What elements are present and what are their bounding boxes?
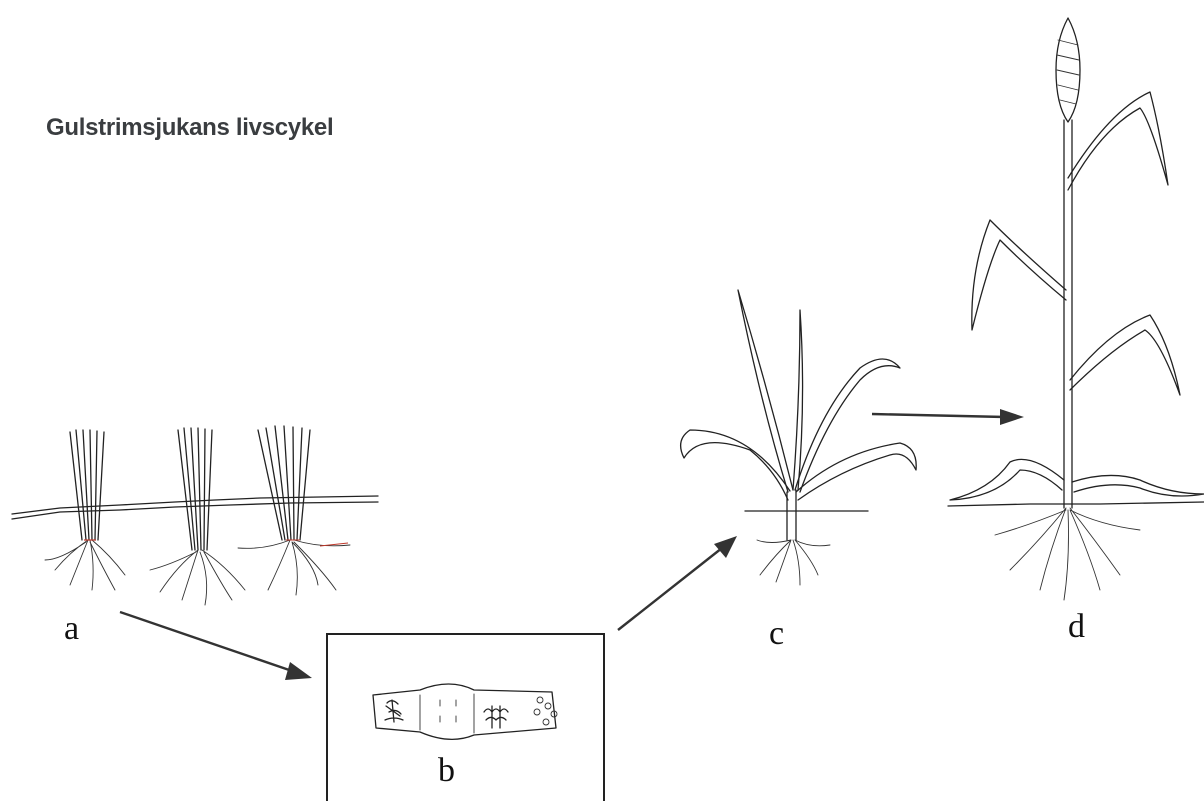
stage-c-seedling-illustration xyxy=(681,290,917,585)
stubble-bundle-3 xyxy=(238,426,350,595)
stage-c-label: c xyxy=(769,617,784,651)
arrow-c-to-d xyxy=(872,409,1024,425)
stage-b-label: b xyxy=(438,754,455,788)
stage-a-label: a xyxy=(64,612,79,646)
stage-d-label: d xyxy=(1068,610,1085,644)
stage-d-mature-plant-illustration xyxy=(948,18,1204,600)
stubble-bundle-2 xyxy=(150,428,245,605)
arrow-b-to-c xyxy=(618,536,737,630)
stage-b-stem-segment-illustration xyxy=(373,684,557,739)
arrow-a-to-b xyxy=(120,612,312,680)
stage-a-stubble-illustration xyxy=(12,426,378,605)
stage-b-box xyxy=(327,634,604,801)
